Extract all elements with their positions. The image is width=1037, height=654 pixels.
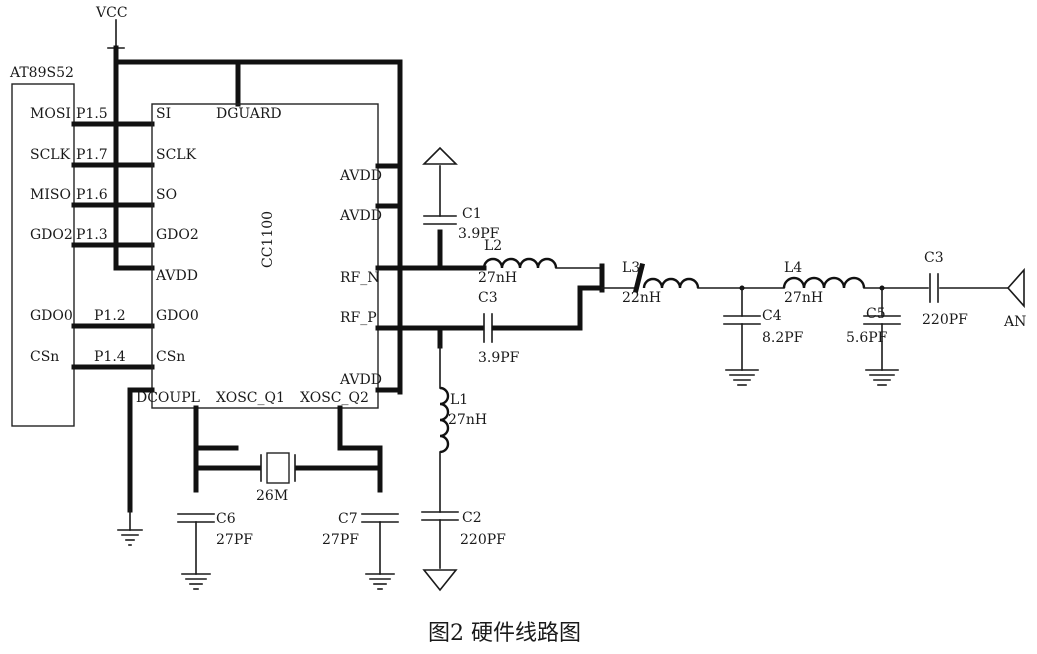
chip-pin-dguard: DGUARD: [216, 106, 282, 122]
chip-pin-rf-p: RF_P: [340, 310, 377, 326]
chip-pin-avdd-2: AVDD: [339, 208, 382, 224]
inductor-l2: [482, 257, 601, 269]
mcu-port-p13: P1.3: [76, 227, 108, 243]
rf-output-filter: L3 22nH C4 8.2PF L4 27nH: [601, 250, 1026, 386]
c4-name: C4: [762, 308, 782, 324]
mcu-port-p17: P1.7: [76, 147, 108, 163]
chip-body: [151, 103, 379, 409]
l1-value: 27nH: [448, 412, 487, 428]
capacitor-c4: [723, 287, 761, 371]
chip-pin-xosc-q2: XOSC_Q2: [300, 390, 369, 406]
chip-pin-avdd-3: AVDD: [339, 372, 382, 388]
inductor-l1: [439, 345, 450, 513]
ground-triangle-icon: [422, 569, 458, 592]
capacitor-c6: [177, 513, 215, 575]
mcu-at89s52: AT89S52 MOSI SCLK MISO GDO2 GDO0 CSn P1.…: [9, 65, 126, 427]
mcu-port-p15: P1.5: [76, 106, 108, 122]
c3-output-name: C3: [924, 250, 944, 266]
ground-symbol: [725, 369, 759, 386]
chip-pin-dcoupl: DCOUPL: [136, 390, 200, 406]
chip-pin-gdo2: GDO2: [156, 227, 199, 243]
ground-symbol: [365, 573, 395, 590]
mcu-name: AT89S52: [9, 65, 74, 81]
c6-value: 27PF: [216, 532, 253, 548]
crystal-26m: [260, 452, 296, 484]
antenna-label: AN: [1003, 314, 1026, 330]
chip-pin-avdd-1: AVDD: [339, 168, 382, 184]
chip-pin-xosc-q1: XOSC_Q1: [216, 390, 285, 406]
mcu-port-p12: P1.2: [94, 308, 126, 324]
mcu-port-p16: P1.6: [76, 187, 108, 203]
c2-value: 220PF: [460, 532, 506, 548]
chip-pin-csn: CSn: [156, 349, 185, 365]
c5-value: 5.6PF: [846, 330, 888, 346]
c2-name: C2: [462, 510, 482, 526]
capacitor-c3-series: [483, 313, 493, 343]
mcu-signal-mosi: MOSI: [30, 106, 71, 122]
mcu-signal-csn: CSn: [30, 349, 59, 365]
l2-value: 27nH: [478, 270, 517, 286]
c1-name: C1: [462, 206, 482, 222]
chip-pin-sclk: SCLK: [156, 147, 197, 163]
ground-symbol: [117, 509, 143, 546]
vcc-label: VCC: [95, 5, 128, 21]
chip-pin-gdo0: GDO0: [156, 308, 199, 324]
c7-name: C7: [338, 511, 358, 527]
l3-name: L3: [622, 260, 640, 276]
c6-name: C6: [216, 511, 236, 527]
capacitor-c2: [421, 511, 459, 569]
c4-value: 8.2PF: [762, 330, 804, 346]
c3-series-value: 3.9PF: [478, 350, 520, 366]
capacitor-c3-output: [929, 273, 939, 303]
figure-caption: 图2 硬件线路图: [428, 621, 581, 646]
ground-symbol: [181, 573, 211, 590]
mcu-body: [11, 83, 75, 427]
crystal-value: 26M: [256, 488, 288, 504]
spi-bus-wires: [71, 121, 155, 370]
c7-value: 27PF: [322, 532, 359, 548]
chip-pin-avdd-left: AVDD: [155, 268, 198, 284]
capacitor-c5: [863, 287, 901, 371]
dcoupl-ground-path: [117, 387, 155, 546]
c5-name: C5: [866, 306, 886, 322]
vcc-supply: VCC: [95, 5, 403, 395]
antenna-icon: [1006, 267, 1025, 309]
l2-name: L2: [484, 238, 502, 254]
capacitor-c7: [361, 513, 399, 575]
ground-symbol: [865, 369, 899, 386]
rf-matching-network: C1 3.9PF L2 27nH C3 3.9PF L1 27nH: [375, 146, 605, 592]
chip-pin-si: SI: [156, 106, 171, 122]
l1-name: L1: [450, 392, 468, 408]
l4-name: L4: [784, 260, 802, 276]
inductor-l3: [642, 277, 700, 289]
c3-output-value: 220PF: [922, 312, 968, 328]
mcu-signal-gdo0: GDO0: [30, 308, 73, 324]
c3-series-name: C3: [478, 290, 498, 306]
mcu-signal-sclk: SCLK: [30, 147, 71, 163]
capacitor-c1: [423, 215, 457, 225]
chip-cc1100: CC1100 DGUARD SI SCLK SO GDO2 AVDD GDO0 …: [136, 103, 382, 409]
crystal-section: 26M C6 27PF C7 27PF: [177, 405, 399, 590]
mcu-signal-gdo2: GDO2: [30, 227, 73, 243]
c1-value: 3.9PF: [458, 226, 500, 242]
chip-pin-so: SO: [156, 187, 177, 203]
supply-triangle-icon: [422, 146, 458, 165]
l3-value: 22nH: [622, 290, 661, 306]
mcu-port-p14: P1.4: [94, 349, 126, 365]
chip-pin-rf-n: RF_N: [340, 270, 380, 286]
chip-name: CC1100: [260, 211, 276, 268]
l4-value: 27nH: [784, 290, 823, 306]
avdd-supply-stubs: [375, 163, 403, 393]
inductor-l4: [782, 276, 866, 289]
mcu-signal-miso: MISO: [30, 187, 71, 203]
